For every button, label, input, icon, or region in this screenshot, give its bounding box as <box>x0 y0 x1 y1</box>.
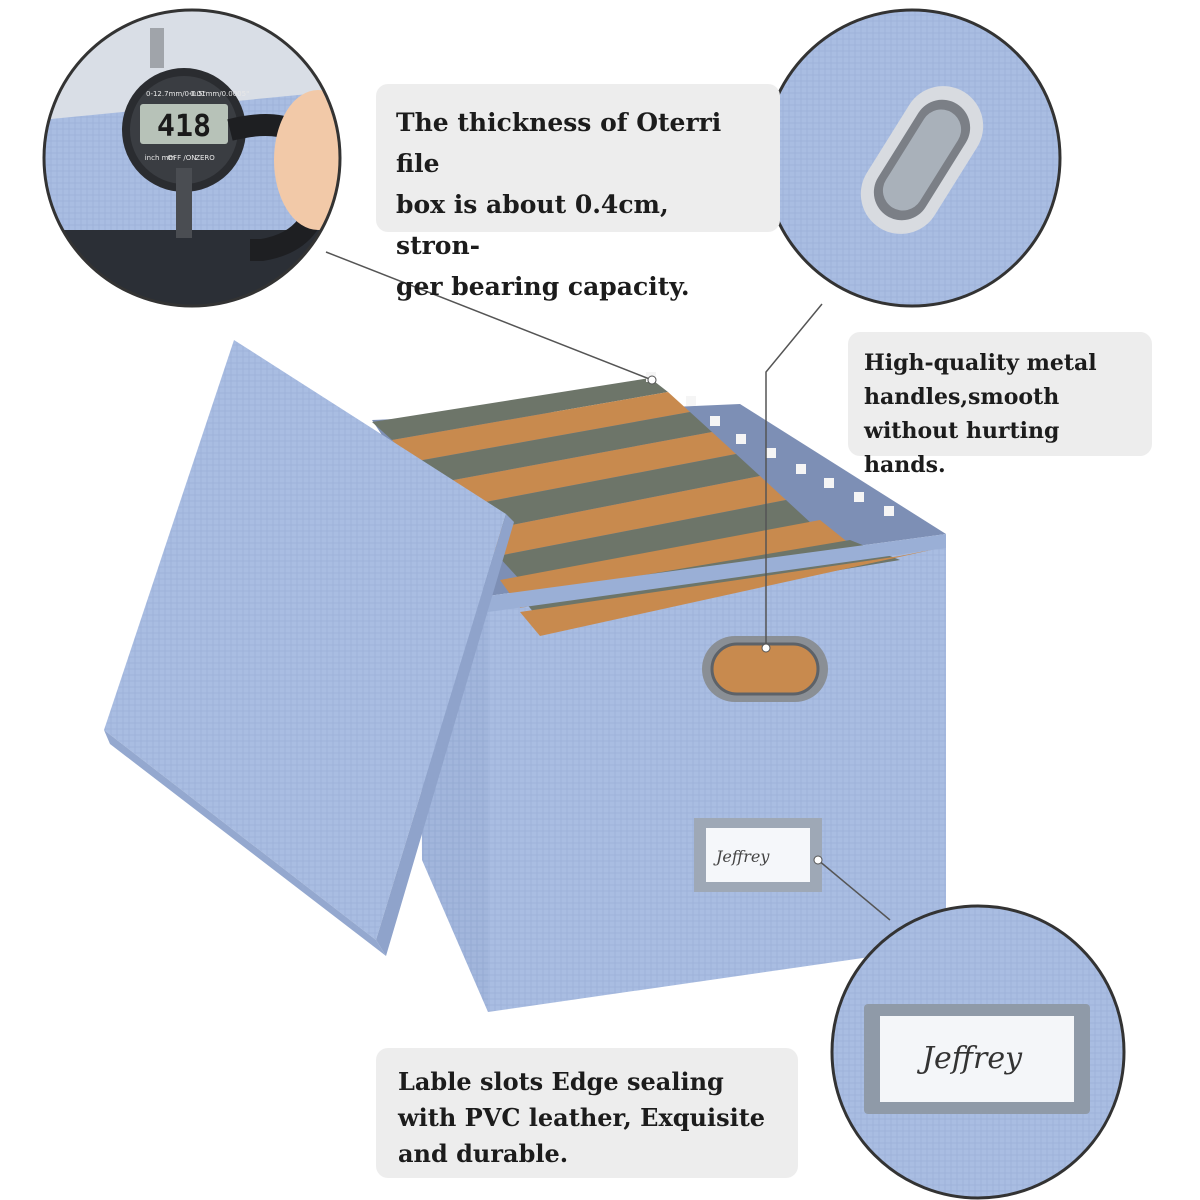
gauge-off-button: OFF /ON <box>168 154 197 162</box>
gauge-spec-right: 0.01mm/0.0005" <box>190 90 249 98</box>
callout-thickness-text: The thickness of Oterri file box is abou… <box>396 108 722 301</box>
label-closeup-text: Jeffrey <box>916 1041 1023 1076</box>
callout-thickness: The thickness of Oterri file box is abou… <box>376 84 780 301</box>
gauge-zero-button: ZERO <box>195 154 215 162</box>
callout-handles: High-quality metal handles,smooth withou… <box>848 332 1152 478</box>
box-lid <box>104 340 514 956</box>
label-holder-text: Jeffrey <box>713 847 770 866</box>
label-closeup: Jeffrey <box>830 904 1126 1200</box>
gauge-spec-left: 0-12.7mm/0-0.5" <box>146 90 206 98</box>
label-holder: Jeffrey <box>694 818 822 892</box>
callout-label-slots: Lable slots Edge sealing with PVC leathe… <box>376 1048 798 1178</box>
box-front-face <box>488 538 946 1012</box>
file-box: Jeffrey <box>104 340 946 1012</box>
callout-label-slots-text: Lable slots Edge sealing with PVC leathe… <box>398 1067 766 1168</box>
callout-connectors <box>325 251 891 921</box>
callout-handles-text: High-quality metal handles,smooth withou… <box>864 350 1097 478</box>
gauge-unit-button: inch mm <box>145 154 176 162</box>
gauge-reading: 418 <box>157 109 211 144</box>
handle-closeup <box>762 8 1062 308</box>
thickness-gauge-closeup: 0-12.7mm/0-0.5" 0.01mm/0.0005" 418 inch … <box>42 8 342 308</box>
